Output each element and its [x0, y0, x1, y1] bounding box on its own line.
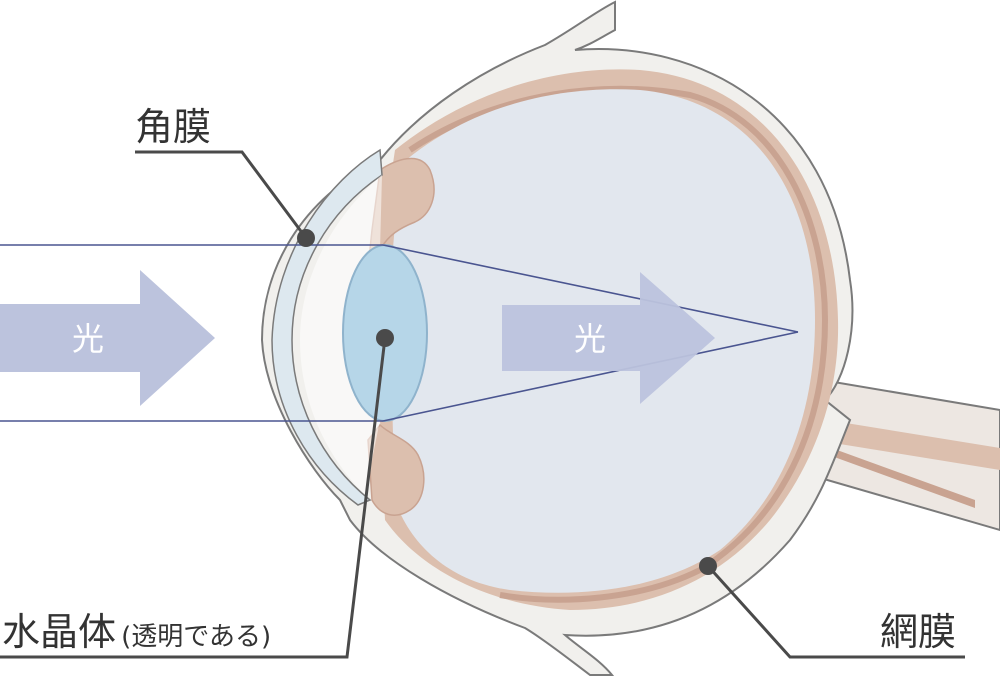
lens-label-main: 水晶体 — [2, 610, 116, 654]
retina-label: 網膜 — [880, 610, 956, 654]
lens-label: 水晶体 (透明である) — [2, 610, 271, 654]
ciliary-body-lower — [367, 423, 425, 516]
ciliary-body-upper — [367, 157, 435, 269]
retina-leader — [699, 557, 965, 659]
light-rays — [0, 244, 799, 422]
light-arrow-inner-label: 光 — [574, 320, 606, 358]
light-arrow-inner: 光 — [502, 272, 715, 404]
optic-nerve — [809, 376, 1000, 532]
cornea-leader — [135, 150, 315, 247]
lens-label-note: (透明である) — [121, 622, 271, 652]
light-arrow-outer-label: 光 — [72, 320, 104, 358]
cornea-label: 角膜 — [135, 105, 211, 149]
lens-leader — [0, 329, 394, 659]
light-arrow-outer: 光 — [0, 270, 215, 406]
